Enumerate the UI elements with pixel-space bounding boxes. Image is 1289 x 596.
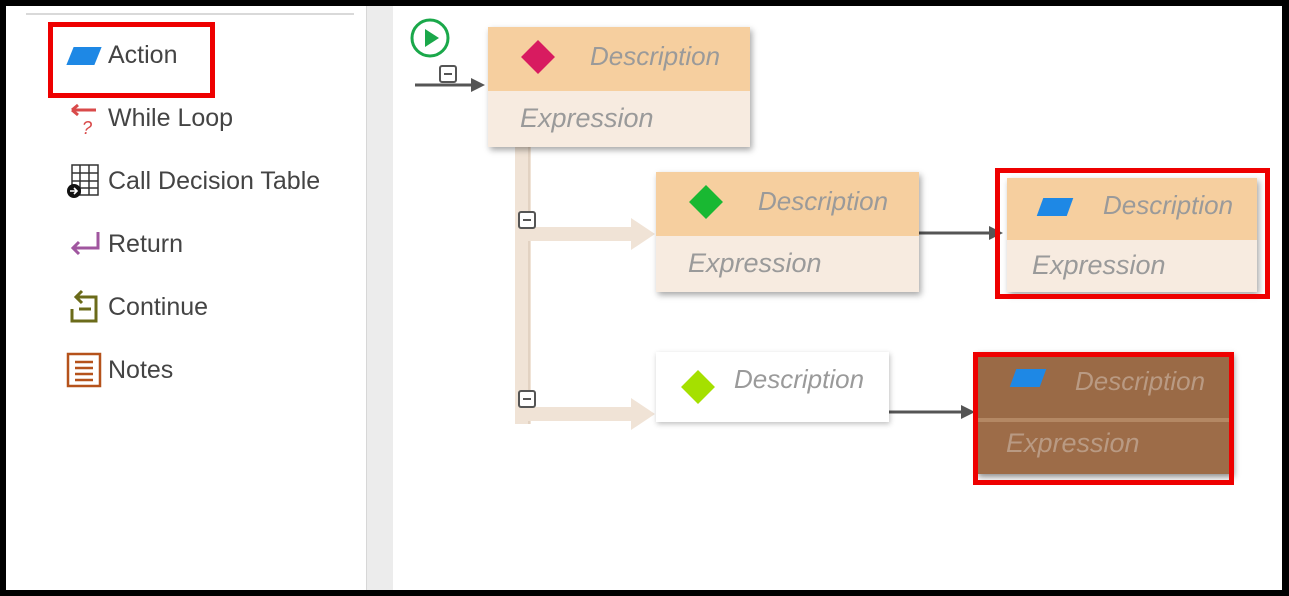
node-description: Description [1103,190,1234,220]
continue-icon [62,287,108,327]
node-header: Description [1007,178,1257,240]
while-loop-icon: ? [62,98,108,138]
palette-item-label: While Loop [108,103,234,132]
action-parallelogram-icon [1009,369,1047,387]
palette-item-return[interactable]: Return [62,224,183,264]
node-description: Description [1075,366,1206,396]
notes-icon [62,350,108,390]
collapse-toggle-branch-1[interactable] [518,211,536,229]
palette-item-label: Notes [108,355,174,384]
palette-item-label: Action [108,40,178,69]
node-header: Description [976,352,1232,418]
node-body: Expression [488,91,750,147]
palette-item-call-decision-table[interactable]: Call Decision Table [62,161,320,201]
condition-node-root[interactable]: Description Expression [488,27,750,147]
editor-window: Action ? While Loop [6,6,1282,590]
action-node-branch-1[interactable]: Description Expression [1007,178,1257,292]
node-body: Expression [976,422,1232,474]
node-expression: Expression [1006,428,1140,458]
node-description: Description [734,364,865,394]
node-body: Expression [656,236,919,292]
node-expression: Expression [520,103,654,133]
flow-canvas[interactable]: Description Expression Description Expre… [393,6,1282,590]
node-description: Description [758,186,889,216]
palette-item-notes[interactable]: Notes [62,350,173,390]
play-icon[interactable] [410,18,450,58]
decision-table-icon [62,161,108,201]
node-header: Description [488,27,750,91]
condition-diamond-icon [681,370,715,404]
palette-splitter[interactable] [366,6,393,590]
action-node-branch-2-selected[interactable]: Description Expression [976,352,1232,474]
return-arrow-icon [62,224,108,264]
palette-item-action[interactable]: Action [62,35,177,75]
node-body: Expression [1007,240,1257,292]
action-parallelogram-icon [1036,198,1074,216]
palette-item-while-loop[interactable]: ? While Loop [62,98,233,138]
collapse-toggle-root[interactable] [439,65,457,83]
svg-text:?: ? [82,118,92,138]
node-header: Description [656,172,919,236]
node-separator [976,418,1232,422]
collapse-toggle-branch-2[interactable] [518,390,536,408]
element-palette: Action ? While Loop [6,6,366,590]
palette-divider [26,13,354,15]
palette-item-label: Call Decision Table [108,166,321,195]
node-description: Description [590,41,721,71]
palette-item-label: Return [108,229,184,258]
node-expression: Expression [1032,250,1166,280]
condition-node-branch-1[interactable]: Description Expression [656,172,919,292]
palette-item-label: Continue [108,292,209,321]
palette-item-continue[interactable]: Continue [62,287,208,327]
condition-node-branch-2[interactable]: Description [656,352,889,422]
node-expression: Expression [688,248,822,278]
condition-diamond-icon [689,185,723,219]
condition-diamond-icon [521,40,555,74]
action-parallelogram-icon [62,35,108,75]
